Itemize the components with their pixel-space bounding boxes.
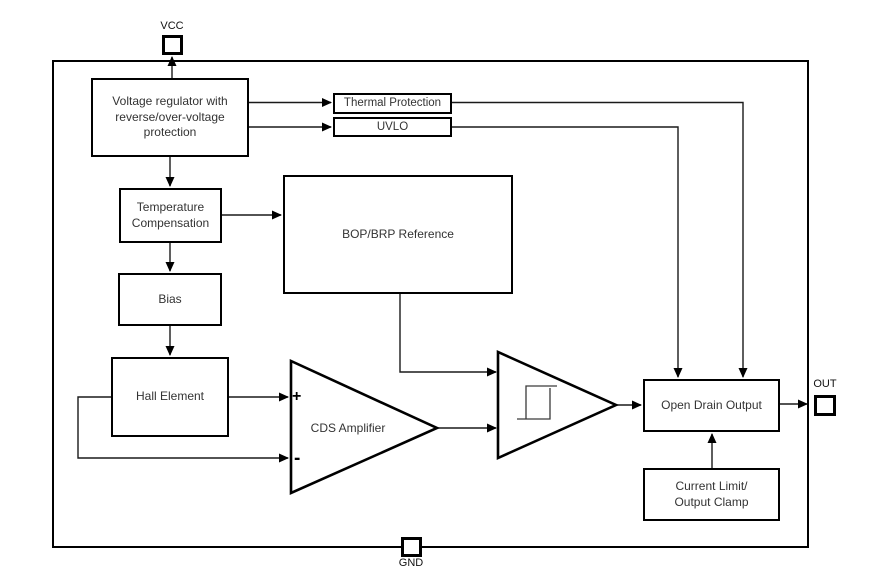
gnd-pin-label: GND	[398, 557, 424, 569]
gnd-pin-pad	[401, 537, 422, 557]
cds-amplifier-label: CDS Amplifier	[310, 421, 386, 435]
hall-element-label: Hall Element	[135, 389, 205, 404]
cds-minus-input-sign: -	[294, 448, 301, 469]
uvlo-label: UVLO	[376, 120, 409, 133]
current-limit-label: Current Limit/ Output Clamp	[674, 478, 749, 509]
vcc-pin-label: VCC	[160, 20, 184, 32]
block-thermal-protection: Thermal Protection	[333, 93, 452, 114]
block-temperature-compensation: Temperature Compensation	[119, 188, 222, 243]
block-current-limit: Current Limit/ Output Clamp	[643, 468, 780, 521]
out-pin-label: OUT	[813, 378, 837, 390]
temperature-compensation-label: Temperature Compensation	[131, 199, 210, 230]
thermal-protection-label: Thermal Protection	[343, 97, 442, 110]
voltage-regulator-label: Voltage regulator with reverse/over-volt…	[112, 94, 228, 140]
cds-plus-input-sign: +	[292, 388, 302, 405]
block-bias: Bias	[118, 273, 222, 326]
block-voltage-regulator: Voltage regulator with reverse/over-volt…	[91, 78, 249, 157]
block-open-drain-output: Open Drain Output	[643, 379, 780, 432]
block-bop-brp-reference: BOP/BRP Reference	[283, 175, 513, 294]
block-uvlo: UVLO	[333, 117, 452, 137]
bop-brp-reference-label: BOP/BRP Reference	[342, 226, 454, 241]
block-hall-element: Hall Element	[111, 357, 229, 437]
open-drain-output-label: Open Drain Output	[661, 397, 762, 412]
out-pin-pad	[814, 395, 836, 416]
vcc-pin-pad	[162, 35, 183, 55]
bias-label: Bias	[158, 291, 182, 306]
